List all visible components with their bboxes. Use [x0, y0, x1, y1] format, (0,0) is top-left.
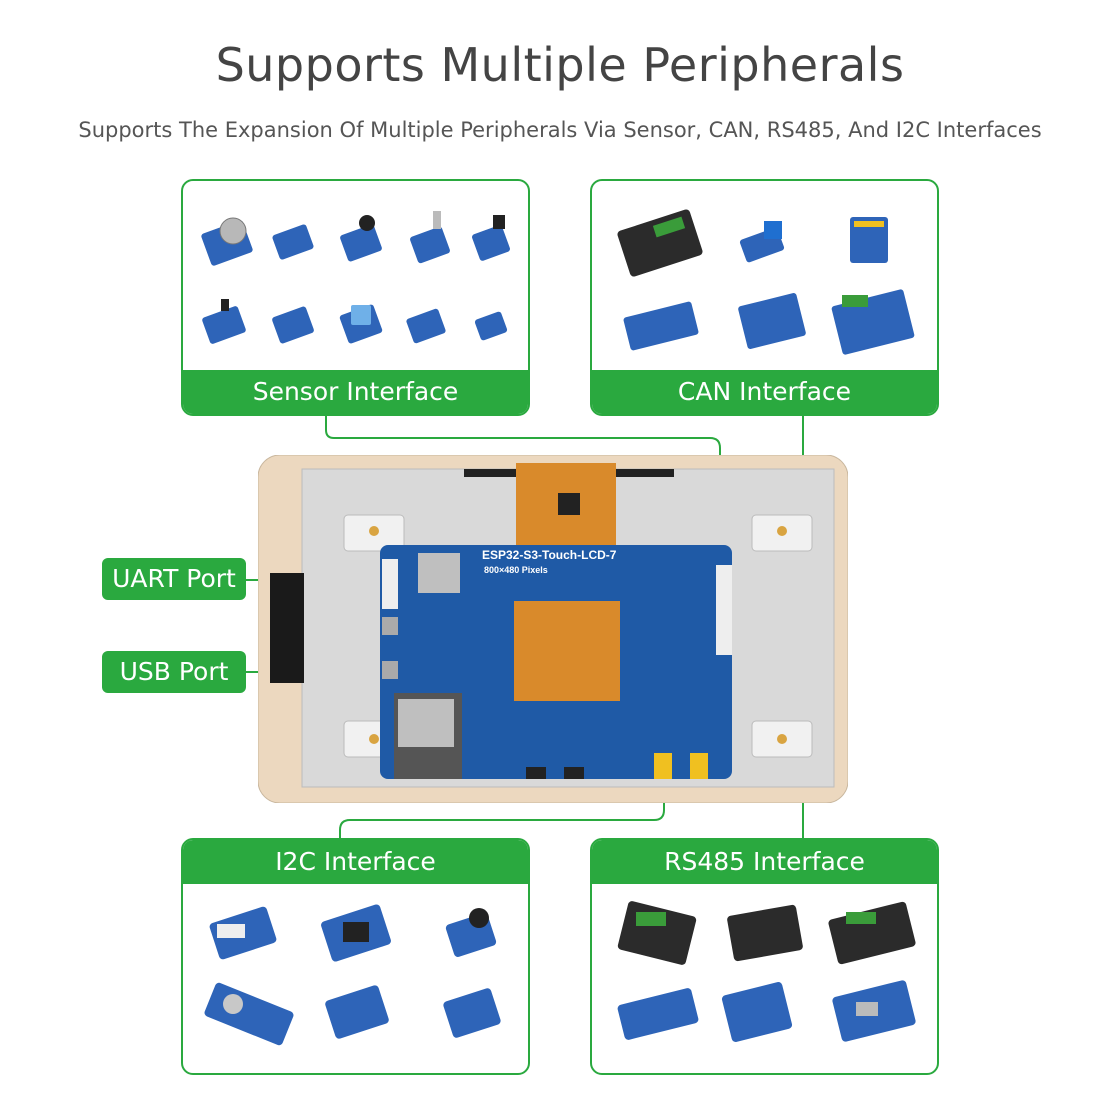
uart-port-label: UART Port — [102, 558, 246, 600]
rs485-interface-panel: RS485 Interface — [590, 838, 939, 1075]
sensor-module-thumbnails — [183, 181, 528, 374]
i2c-module-thumbnails — [183, 884, 528, 1073]
can-module-thumbnails — [592, 181, 937, 374]
device-illustration — [257, 454, 849, 804]
can-modules-image — [617, 209, 915, 355]
board-resolution-label: 800×480 Pixels — [484, 565, 548, 575]
esp32-lcd-device: ESP32-S3-Touch-LCD-7 800×480 Pixels — [257, 454, 849, 804]
page-title: Supports Multiple Peripherals — [215, 38, 905, 92]
sensor-modules-image — [201, 211, 510, 344]
sensor-interface-panel: Sensor Interface — [181, 179, 530, 416]
i2c-interface-label: I2C Interface — [183, 840, 528, 884]
can-interface-label: CAN Interface — [592, 370, 937, 414]
i2c-modules-image — [204, 904, 501, 1046]
rs485-interface-label: RS485 Interface — [592, 840, 937, 884]
sensor-interface-label: Sensor Interface — [183, 370, 528, 414]
rs485-module-thumbnails — [592, 884, 937, 1073]
can-interface-panel: CAN Interface — [590, 179, 939, 416]
i2c-interface-panel: I2C Interface — [181, 838, 530, 1075]
usb-port-label: USB Port — [102, 651, 246, 693]
rs485-modules-image — [617, 901, 916, 1042]
board-name-label: ESP32-S3-Touch-LCD-7 — [482, 548, 617, 562]
page-subtitle: Supports The Expansion Of Multiple Perip… — [78, 118, 1042, 142]
